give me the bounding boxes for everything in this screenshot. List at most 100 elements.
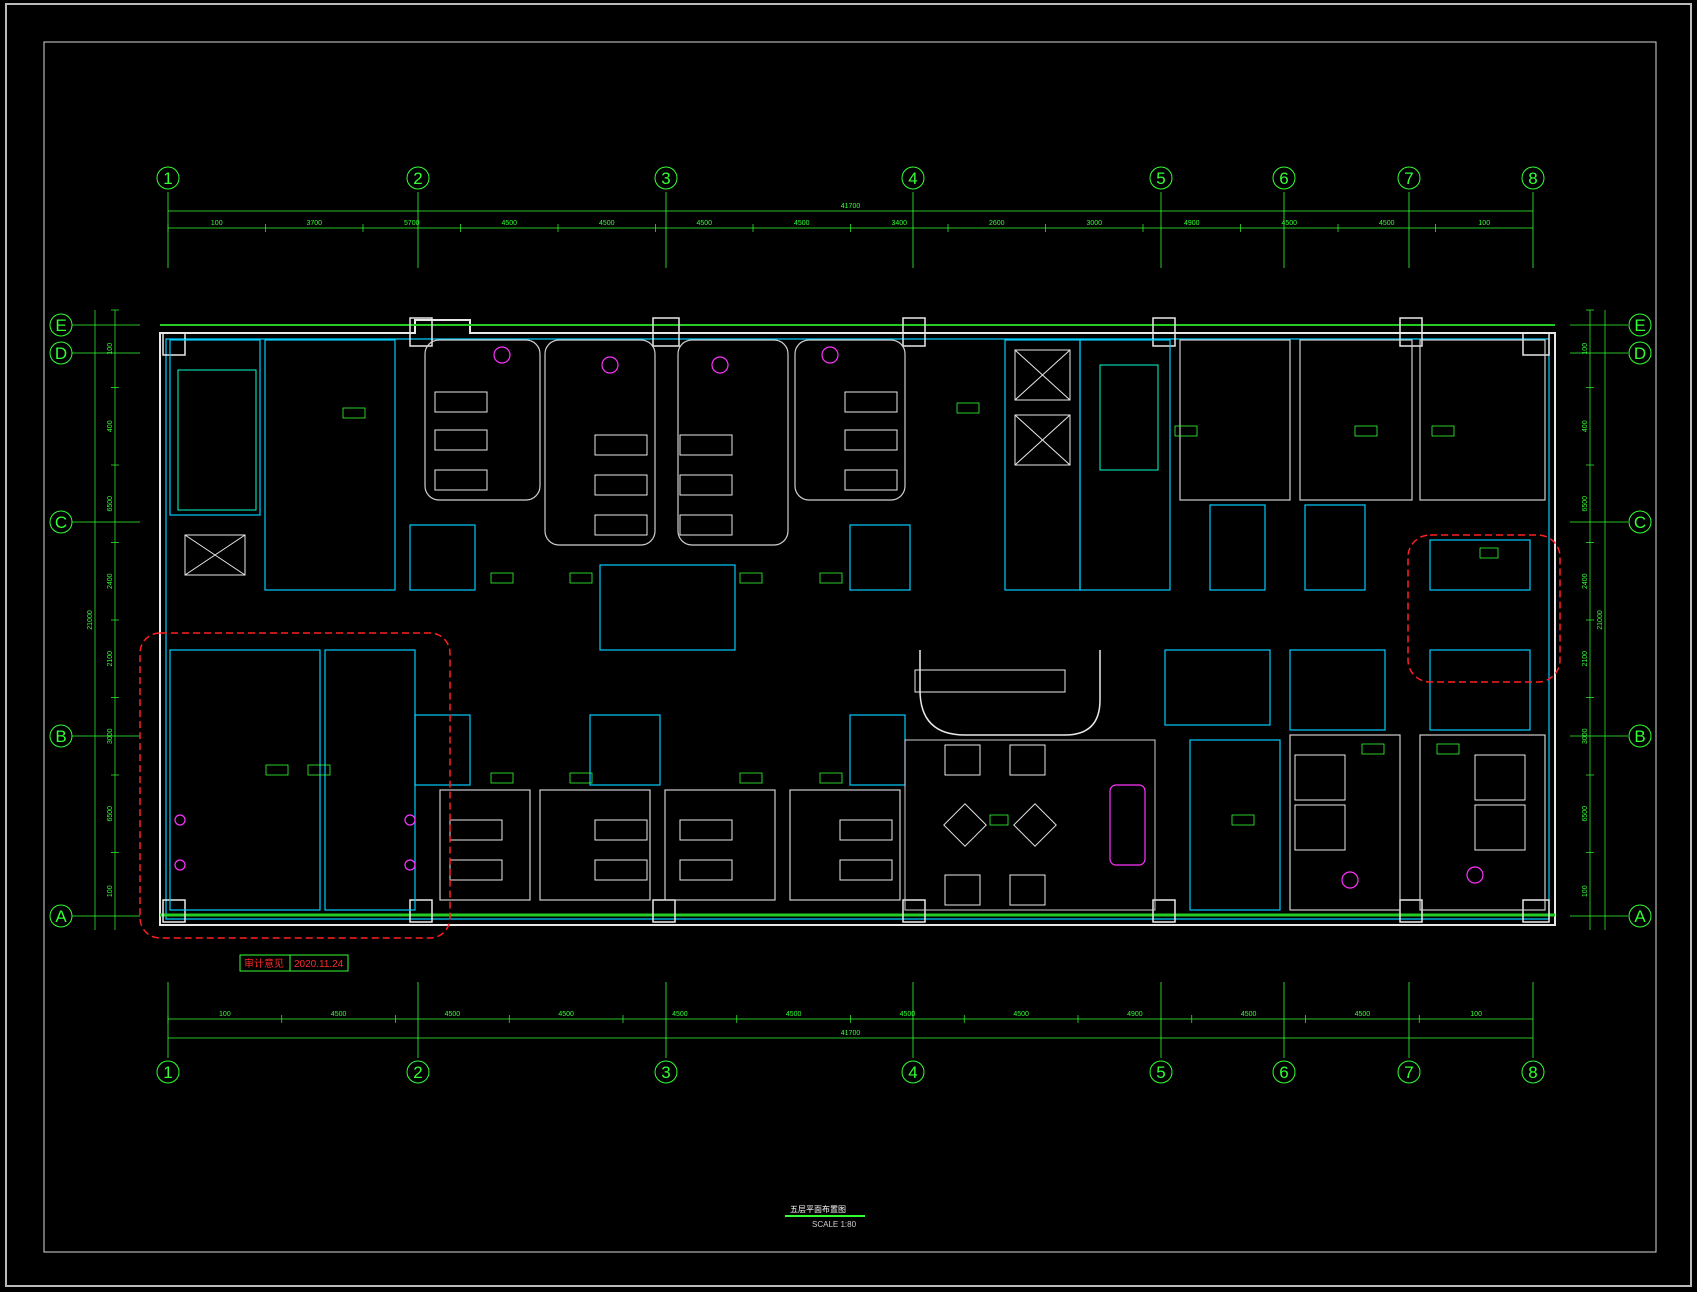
dim-segment: 6500 [107,806,114,822]
grid-bubble-col-7-bottom: 7 [1397,1060,1421,1084]
dim-segment: 100 [107,885,114,897]
grid-bubble-col-4-top: 4 [901,166,925,190]
dim-segment: 100 [1470,1011,1482,1018]
dim-segment: 100 [211,220,223,227]
dim-segment: 4500 [1281,220,1297,227]
grid-bubble-col-2-top: 2 [406,166,430,190]
dim-segment: 4500 [900,1011,916,1018]
dim-segment: 4500 [599,220,615,227]
dim-segment: 4500 [672,1011,688,1018]
dim-segment: 4500 [794,220,810,227]
svg-text:D: D [55,344,67,363]
grid-bubble-col-4-bottom: 4 [901,1060,925,1084]
svg-text:5: 5 [1156,169,1165,188]
revision-date: 2020.11.24 [294,959,344,970]
svg-text:3: 3 [661,169,670,188]
svg-text:E: E [55,316,66,335]
dim-segment: 4500 [1241,1011,1257,1018]
dim-segment: 4500 [696,220,712,227]
svg-text:A: A [1634,907,1646,926]
dim-segment: 4500 [1013,1011,1029,1018]
grid-bubble-col-1-top: 1 [156,166,180,190]
dim-segment: 4500 [558,1011,574,1018]
dim-segment: 400 [107,420,114,432]
grid-bubble-col-5-bottom: 5 [1149,1060,1173,1084]
revision-note: 审计意见 2020.11.24 [239,954,349,972]
grid-bubble-col-2-bottom: 2 [406,1060,430,1084]
dim-segment: 100 [219,1011,231,1018]
grid-bubble-row-B-right: B [1628,724,1652,748]
grid-bubble-col-3-bottom: 3 [654,1060,678,1084]
grid-bubble-col-3-top: 3 [654,166,678,190]
svg-text:6: 6 [1279,1063,1288,1082]
svg-text:8: 8 [1528,1063,1537,1082]
dim-segment: 4500 [445,1011,461,1018]
dim-segment: 4500 [1379,220,1395,227]
svg-text:1: 1 [163,169,172,188]
svg-text:5: 5 [1156,1063,1165,1082]
grid-bubble-col-8-bottom: 8 [1521,1060,1545,1084]
revision-clouds [139,534,1561,939]
dim-total: 41700 [841,203,861,210]
svg-text:2: 2 [413,1063,422,1082]
dim-total: 41700 [841,1030,861,1037]
room-tags [265,402,1499,826]
drawing-title-block: 五层平面布置图 SCALE 1:80 [785,1204,865,1229]
grid-bubble-row-D-right: D [1628,341,1652,365]
dim-segment: 100 [1478,220,1490,227]
grid-bubble-row-C-right: C [1628,510,1652,534]
svg-text:1: 1 [163,1063,172,1082]
svg-text:8: 8 [1528,169,1537,188]
dim-segment: 100 [1582,343,1589,355]
grid-bubble-col-6-bottom: 6 [1272,1060,1296,1084]
svg-text:B: B [55,727,66,746]
grid-bubble-row-A-left: A [49,904,73,928]
dim-segment: 4900 [1127,1011,1143,1018]
grid-bubble-row-C-left: C [49,510,73,534]
svg-text:4: 4 [908,1063,917,1082]
dim-segment: 6500 [1582,496,1589,512]
svg-text:C: C [55,513,67,532]
dim-segment: 400 [1582,420,1589,432]
dim-segment: 3000 [1086,220,1102,227]
svg-text:7: 7 [1404,169,1413,188]
svg-text:2: 2 [413,169,422,188]
svg-text:4: 4 [908,169,917,188]
dim-segment: 2100 [1582,651,1589,667]
drawing-scale: SCALE 1:80 [812,1220,857,1229]
dim-segment: 2400 [107,573,114,589]
grid-bubble-row-E-left: E [49,313,73,337]
dim-segment: 4500 [331,1011,347,1018]
svg-text:6: 6 [1279,169,1288,188]
grid-bubble-col-6-top: 6 [1272,166,1296,190]
dim-segment: 4500 [1355,1011,1371,1018]
svg-text:E: E [1634,316,1645,335]
dim-total: 21000 [87,610,94,630]
dim-segment: 2100 [107,651,114,667]
grid-bubble-col-8-top: 8 [1521,166,1545,190]
grid-bubble-row-A-right: A [1628,904,1652,928]
grid-bubble-row-B-left: B [49,724,73,748]
dim-segment: 3000 [107,728,114,744]
svg-text:D: D [1634,344,1646,363]
svg-text:C: C [1634,513,1646,532]
dim-segment: 3000 [1582,728,1589,744]
grid-bubble-col-7-top: 7 [1397,166,1421,190]
dim-segment: 6500 [107,496,114,512]
svg-text:A: A [55,907,67,926]
dim-segment: 4500 [786,1011,802,1018]
grid-bubble-col-1-bottom: 1 [156,1060,180,1084]
grid-bubble-row-E-right: E [1628,313,1652,337]
dim-segment: 3700 [306,220,322,227]
dim-segment: 4900 [1184,220,1200,227]
dim-segment: 6500 [1582,806,1589,822]
grid-lines [72,192,1628,1058]
svg-text:B: B [1634,727,1645,746]
dim-segment: 100 [1582,885,1589,897]
